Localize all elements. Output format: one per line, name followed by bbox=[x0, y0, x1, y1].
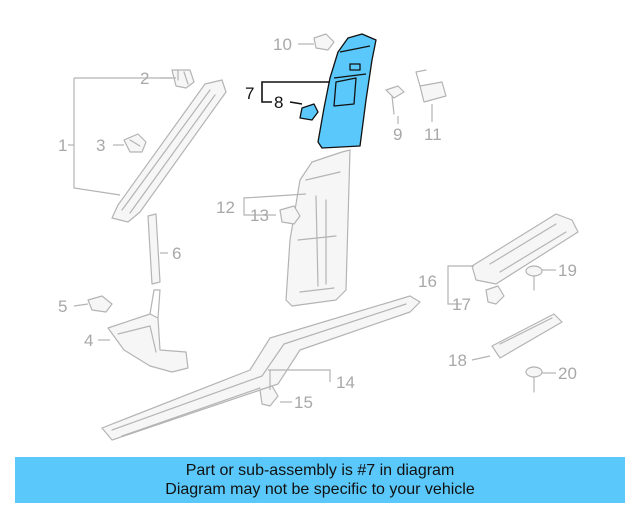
callout-20: 20 bbox=[558, 364, 577, 383]
part-screw-20 bbox=[525, 366, 543, 393]
part-clip-3 bbox=[123, 133, 147, 153]
part-clip-5 bbox=[87, 295, 113, 313]
callout-19: 19 bbox=[558, 261, 577, 280]
callout-18: 18 bbox=[448, 351, 467, 370]
part-screw-19 bbox=[525, 265, 543, 291]
part-clip-17 bbox=[485, 285, 505, 305]
part-bolt-9 bbox=[385, 85, 405, 115]
callout-9: 9 bbox=[393, 125, 402, 144]
banner-line-disclaimer: Diagram may not be specific to your vehi… bbox=[165, 481, 475, 498]
part-trim-6 bbox=[147, 213, 161, 285]
callout-1: 1 bbox=[58, 136, 67, 155]
part-bracket-18 bbox=[491, 313, 563, 359]
callout-10: 10 bbox=[273, 35, 292, 54]
callout-17: 17 bbox=[452, 295, 471, 314]
banner-line-part-number: Part or sub-assembly is #7 in diagram bbox=[185, 462, 455, 479]
callout-14: 14 bbox=[336, 373, 355, 392]
callout-2: 2 bbox=[140, 69, 149, 88]
part-clip-2 bbox=[171, 69, 195, 89]
callout-4: 4 bbox=[84, 331, 93, 350]
callout-labels: 1 2 3 4 5 6 7 8 9 10 11 12 13 14 15 16 1… bbox=[58, 35, 577, 412]
callout-16: 16 bbox=[418, 272, 437, 291]
info-banner: Part or sub-assembly is #7 in diagram Di… bbox=[15, 457, 625, 503]
callout-12: 12 bbox=[216, 198, 235, 217]
callout-5: 5 bbox=[58, 297, 67, 316]
part-b-pillar-lower-trim bbox=[285, 149, 351, 307]
part-kick-panel bbox=[107, 289, 189, 373]
part-clip-15 bbox=[259, 385, 279, 407]
part-a-pillar-trim bbox=[111, 79, 227, 223]
callout-3: 3 bbox=[96, 136, 105, 155]
part-rear-side-trim bbox=[471, 213, 579, 285]
part-clip-13 bbox=[279, 205, 301, 225]
part-sill-plate bbox=[101, 295, 421, 441]
callout-13: 13 bbox=[250, 206, 269, 225]
callout-7: 7 bbox=[245, 84, 254, 103]
parts-diagram: 1 2 3 4 5 6 7 8 9 10 11 12 13 14 15 16 1… bbox=[58, 33, 579, 441]
part-bracket-11 bbox=[415, 69, 447, 103]
leader-lines bbox=[68, 43, 556, 403]
callout-6: 6 bbox=[172, 244, 181, 263]
part-clip-10 bbox=[313, 33, 335, 51]
callout-15: 15 bbox=[294, 393, 313, 412]
callout-11: 11 bbox=[424, 125, 442, 144]
part-b-pillar-upper-trim-highlighted bbox=[299, 33, 377, 149]
callout-8: 8 bbox=[274, 93, 283, 112]
